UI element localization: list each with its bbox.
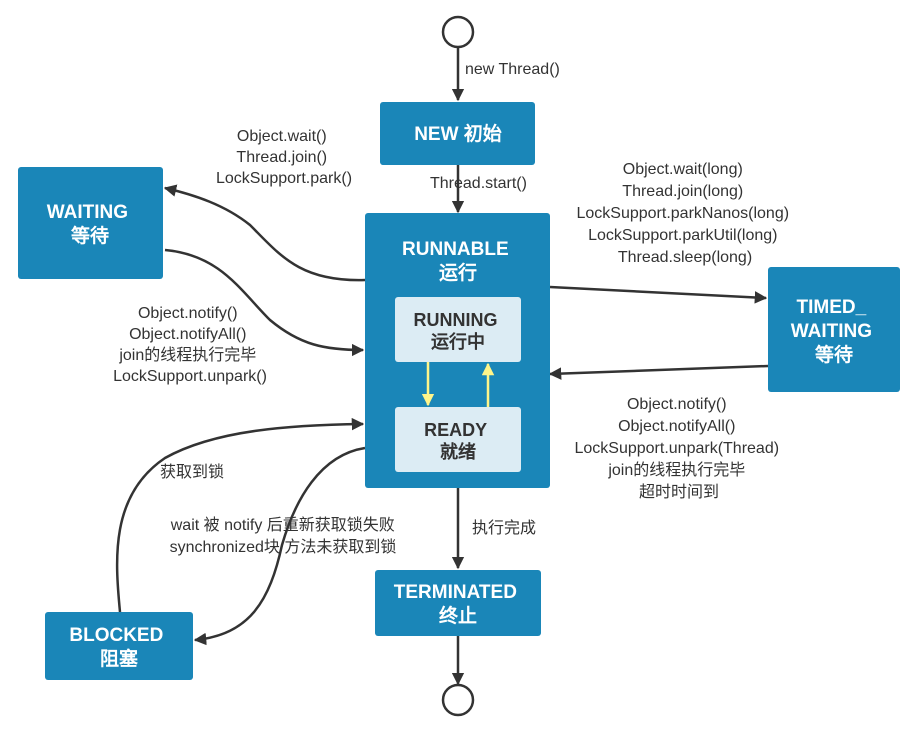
label-from-waiting-1: Object.notify() — [138, 305, 238, 322]
state-timed-waiting-box — [768, 267, 900, 392]
label-from-timed-4: join的线程执行完毕 — [607, 461, 745, 479]
label-from-blocked: 获取到锁 — [160, 463, 224, 481]
svg-text:new Thread(): new Thread() — [465, 61, 560, 78]
state-timed-waiting-label-2: WAITING — [791, 321, 872, 342]
label-to-blocked-2: synchronized块/方法未获取到锁 — [170, 538, 397, 556]
label-from-waiting-3: join的线程执行完毕 — [118, 346, 256, 364]
svg-text:WAITING 等待: WAITING 等待 — [47, 202, 134, 247]
edge-waiting-to-runnable — [164, 248, 365, 357]
svg-text:Object.notify() Object.not: Object.notify() Object.notifyAll() join的… — [113, 305, 267, 385]
state-waiting-label: WAITING — [47, 202, 128, 223]
label-to-timed-5: Thread.sleep(long) — [618, 249, 752, 266]
label-to-timed-1: Object.wait(long) — [623, 161, 743, 178]
svg-text:BLOCKED 阻塞: BLOCKED 阻塞 — [69, 625, 168, 670]
state-terminated-label-cn: 终止 — [439, 604, 477, 627]
svg-text:执行完成: 执行完成 — [472, 519, 536, 537]
svg-text:Object.notify() Object.not: Object.notify() Object.notifyAll() LockS… — [574, 396, 783, 501]
label-from-waiting-4: LockSupport.unpark() — [113, 368, 267, 385]
edge-timed-waiting-to-runnable — [548, 364, 769, 380]
state-waiting-label-cn: 等待 — [70, 224, 109, 247]
state-new-box — [380, 102, 535, 165]
state-runnable-label-cn: 运行 — [439, 261, 477, 284]
label-to-waiting-2: Thread.join() — [236, 149, 327, 166]
state-runnable-label: RUNNABLE — [402, 239, 509, 260]
svg-text:wait 被 notify 后重新获取锁失败 syn: wait 被 notify 后重新获取锁失败 synchronized块/方法未… — [170, 516, 400, 556]
label-to-waiting-3: LockSupport.park() — [216, 170, 352, 187]
end-node — [441, 683, 475, 717]
edge-runnable-to-blocked — [193, 446, 366, 646]
svg-text:READY 就绪: READY 就绪 — [424, 420, 492, 462]
label-from-timed-5: 超时时间到 — [639, 483, 719, 501]
edge-blocked-to-runnable — [115, 417, 365, 613]
start-node — [441, 15, 475, 49]
state-terminated-box — [375, 570, 541, 636]
state-ready-box — [395, 407, 521, 472]
label-to-timed-2: Thread.join(long) — [622, 183, 743, 200]
state-running-label: RUNNING — [413, 310, 497, 330]
state-blocked-label-cn: 阻塞 — [100, 647, 139, 670]
svg-text:RUNNING 运行中: RUNNING 运行中 — [413, 310, 502, 352]
edge-runnable-to-waiting — [163, 184, 366, 282]
state-timed-waiting-label-1: TIMED_ — [797, 297, 867, 318]
svg-text:TIMED_ WAITING 等待: TIMED_ WAITING 等待 — [791, 297, 878, 366]
svg-text:RUNNABLE 运行: RUNNABLE 运行 — [402, 239, 514, 284]
svg-text:TERMINATED 终止: TERMINATED 终止 — [394, 582, 522, 627]
label-to-terminated: 执行完成 — [472, 519, 536, 537]
state-ready-label-cn: 就绪 — [440, 441, 476, 462]
label-to-timed-3: LockSupport.parkNanos(long) — [576, 205, 789, 222]
label-to-blocked-1: wait 被 notify 后重新获取锁失败 — [170, 516, 395, 534]
svg-text:Object.wait(long) Thread.j: Object.wait(long) Thread.join(long) Lock… — [576, 161, 793, 266]
state-new-label: NEW 初始 — [414, 122, 502, 145]
svg-text:Thread.start(): Thread.start() — [430, 175, 527, 192]
label-to-waiting-1: Object.wait() — [237, 128, 327, 145]
label-new-thread: new Thread() — [465, 61, 560, 78]
state-terminated-label: TERMINATED — [394, 582, 517, 603]
state-blocked-label: BLOCKED — [69, 625, 163, 646]
state-blocked-box — [45, 612, 193, 680]
svg-text:NEW 初始: NEW 初始 — [414, 122, 502, 145]
svg-text:获取到锁: 获取到锁 — [160, 463, 224, 481]
state-waiting-box — [18, 167, 163, 279]
svg-text:Object.wait() Thread.join(: Object.wait() Thread.join() LockSupport.… — [216, 128, 352, 187]
label-from-waiting-2: Object.notifyAll() — [129, 326, 246, 343]
state-running-label-cn: 运行中 — [431, 331, 485, 352]
label-to-timed-4: LockSupport.parkUtil(long) — [588, 227, 777, 244]
label-from-timed-1: Object.notify() — [627, 396, 727, 413]
edge-runnable-to-timed-waiting — [549, 285, 768, 304]
state-running-box — [395, 297, 521, 362]
label-thread-start: Thread.start() — [430, 175, 527, 192]
label-from-timed-2: Object.notifyAll() — [618, 418, 735, 435]
state-ready-label: READY — [424, 420, 487, 440]
label-from-timed-3: LockSupport.unpark(Thread) — [574, 440, 779, 457]
state-timed-waiting-label-cn: 等待 — [814, 343, 853, 366]
